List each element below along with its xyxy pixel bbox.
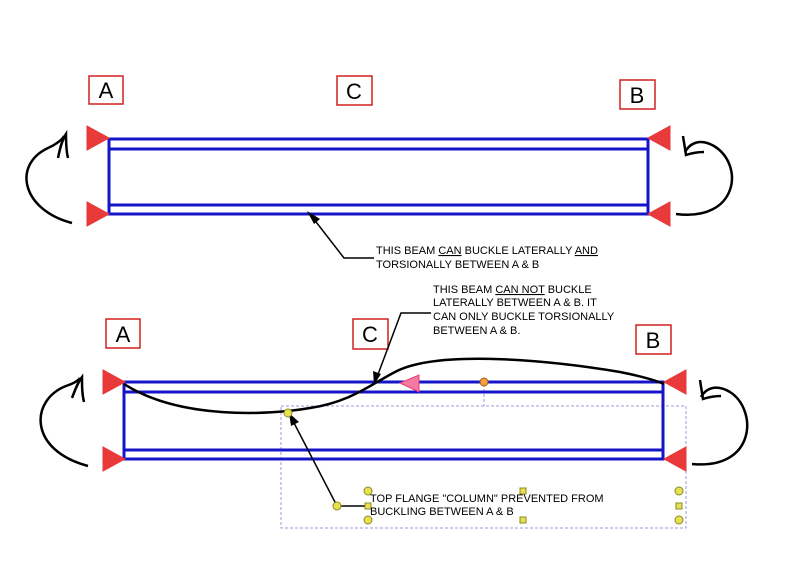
rotate-handle[interactable] xyxy=(479,377,489,387)
bottom-note1-line4: BETWEEN A & B. xyxy=(433,325,520,337)
bottom-support-left-lower xyxy=(102,446,127,472)
buckled-flange-curve xyxy=(123,357,665,415)
bottom-support-right-upper xyxy=(662,369,687,395)
bottom-label-a: A xyxy=(105,318,141,349)
bottom-note1-line2: LATERALLY BETWEEN A & B. IT xyxy=(433,297,597,309)
bottom-note1-line1: THIS BEAM CAN NOT BUCKLE xyxy=(433,284,592,296)
top-rotation-arrow-left xyxy=(25,129,73,225)
bottom-beam xyxy=(122,380,665,461)
top-support-left-lower xyxy=(86,201,111,227)
bottom-label-b: B xyxy=(635,324,672,355)
top-beam xyxy=(107,137,650,216)
bottom-rotation-arrow-left xyxy=(39,373,89,468)
top-support-right-upper xyxy=(646,125,671,151)
selection-handles[interactable] xyxy=(283,408,684,525)
bottom-label-c-text: C xyxy=(362,322,378,347)
bottom-note2-line1[interactable]: TOP FLANGE "COLUMN" PREVENTED FROM xyxy=(370,493,604,505)
top-label-a-text: A xyxy=(99,78,114,103)
top-label-a: A xyxy=(88,75,124,105)
bottom-rotation-arrow-right xyxy=(691,379,749,466)
bottom-support-right-lower xyxy=(662,446,687,472)
top-diagram: A C B xyxy=(25,75,734,271)
top-label-c: C xyxy=(336,75,373,106)
top-note-line2: TORSIONALLY BETWEEN A & B xyxy=(376,259,539,271)
top-label-b-text: B xyxy=(630,83,645,108)
top-note-line1: THIS BEAM CAN BUCKLE LATERALLY AND xyxy=(376,245,598,257)
top-label-c-text: C xyxy=(346,79,362,104)
top-support-left-upper xyxy=(86,125,111,151)
top-support-right-lower xyxy=(646,201,671,227)
bottom-support-left-upper xyxy=(102,369,127,395)
top-label-b: B xyxy=(619,79,656,110)
bottom-note1-line3: CAN ONLY BUCKLE TORSIONALLY xyxy=(433,311,615,323)
bottom-support-mid-marker xyxy=(398,374,420,393)
bottom-note1-leader xyxy=(373,312,431,385)
bottom-diagram: A C B xyxy=(39,284,749,529)
bottom-label-b-text: B xyxy=(646,328,661,353)
bottom-note2-line2[interactable]: BUCKLING BETWEEN A & B xyxy=(370,506,514,518)
bottom-label-c: C xyxy=(352,318,389,350)
bottom-label-a-text: A xyxy=(116,322,131,347)
top-rotation-arrow-right xyxy=(675,135,734,216)
top-note-leader xyxy=(307,211,374,259)
